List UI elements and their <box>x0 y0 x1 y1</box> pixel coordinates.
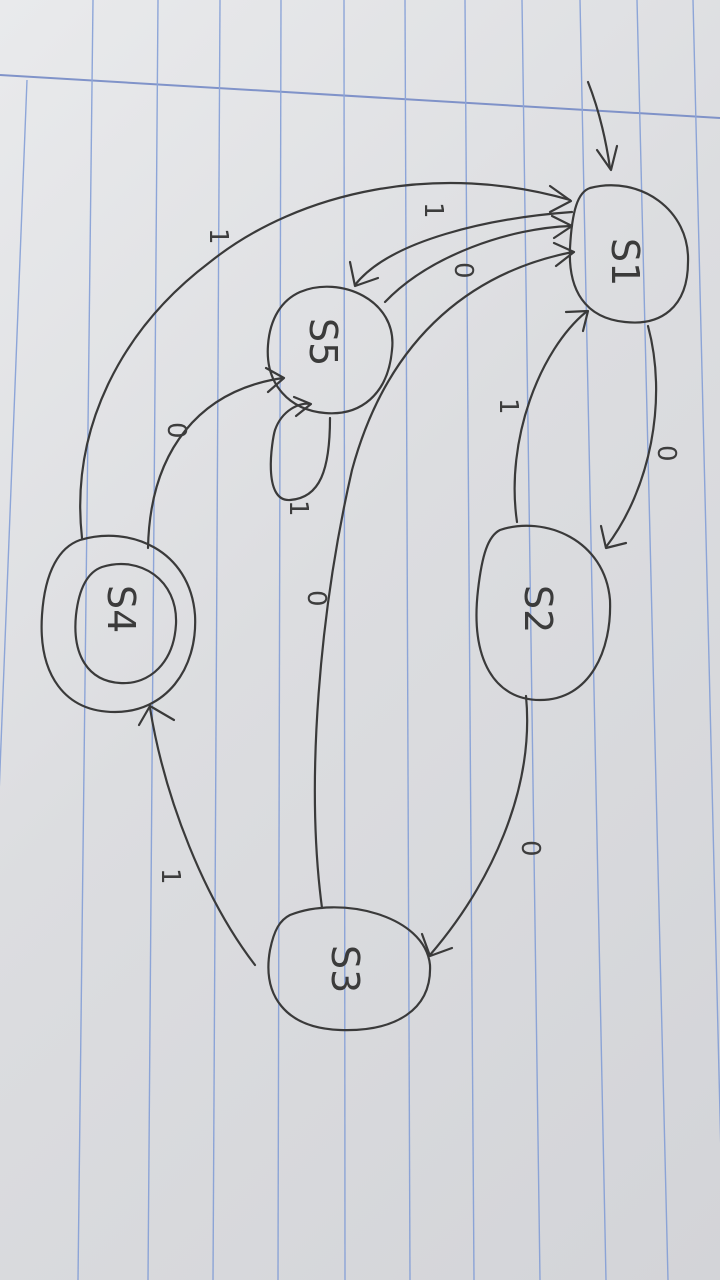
state-s1: S1 <box>568 184 690 324</box>
edge-s3-s4 <box>148 706 257 967</box>
edge-s5-s1 <box>383 224 573 304</box>
edge-s2-s3 <box>428 694 529 957</box>
arrowhead-s2-s3 <box>420 932 454 958</box>
edge-s1-s5 <box>353 210 574 287</box>
state-label-s5: S5 <box>301 318 345 366</box>
state-label-s4: S4 <box>99 585 143 633</box>
edge-s5-self <box>269 402 332 502</box>
arrowhead-s1-s5 <box>348 260 380 288</box>
arrowhead-s3-s4 <box>137 704 176 727</box>
edge-s4-s5 <box>146 376 285 550</box>
arrowhead-s2-s1 <box>564 309 590 333</box>
state-label-s1: S1 <box>603 238 647 286</box>
label-s5-self: 1 <box>283 500 313 517</box>
arrowhead-s5-self <box>292 395 313 418</box>
transition-labels: 0 1 1 0 1 0 0 1 0 1 <box>155 202 681 885</box>
state-s4-accepting: S4 <box>40 534 197 714</box>
edge-s2-s1 <box>513 310 588 524</box>
state-label-s2: S2 <box>516 585 560 633</box>
transition-edges <box>79 80 658 967</box>
start-arrow <box>586 80 612 170</box>
edge-s1-s2 <box>604 324 658 549</box>
arrowhead-s4-s5 <box>264 366 286 394</box>
label-s4-s1: 1 <box>203 228 233 245</box>
state-s3: S3 <box>267 906 432 1032</box>
label-s5-s1: 0 <box>448 262 478 279</box>
edge-s4-s1 <box>79 181 572 540</box>
start-arrowhead <box>595 144 619 172</box>
state-s2: S2 <box>475 524 612 702</box>
label-s3-s1: 0 <box>301 590 331 607</box>
label-s4-s5: 0 <box>161 422 191 439</box>
arrowhead-s1-s2 <box>599 524 628 550</box>
label-s2-s1: 1 <box>493 398 523 415</box>
label-s2-s3: 0 <box>515 840 545 857</box>
state-s5: S5 <box>266 285 394 415</box>
edge-s3-s1 <box>313 250 575 910</box>
label-s3-s4: 1 <box>155 868 185 885</box>
state-label-s3: S3 <box>323 945 367 993</box>
arrowhead-s3-s1 <box>552 241 576 268</box>
arrowhead-s4-s1 <box>548 184 573 214</box>
label-s1-s5: 1 <box>418 202 448 219</box>
states: S1 S2 S3 S4 S5 <box>40 184 690 1032</box>
label-s1-s2: 0 <box>651 445 681 462</box>
